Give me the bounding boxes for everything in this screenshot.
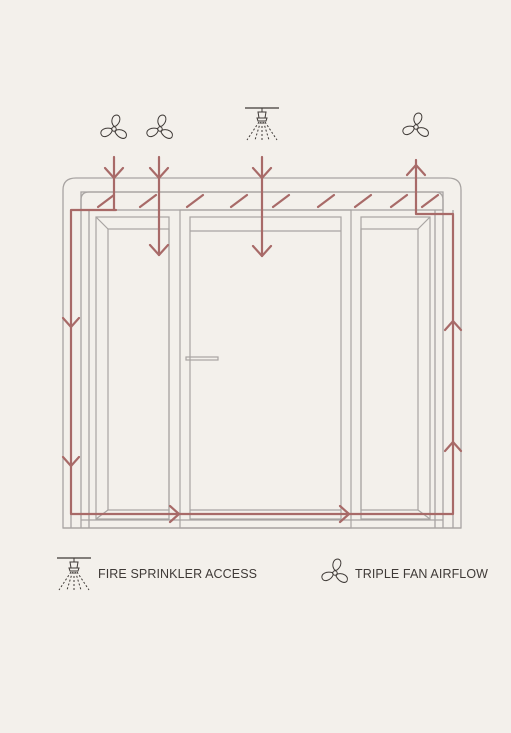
door-handle <box>185 356 219 361</box>
arrow-sprinkler-down-bottom <box>251 244 273 258</box>
arrow-right-up-upper <box>443 319 463 332</box>
arrow-fan-2-down-bottom <box>148 243 170 257</box>
arrow-right-up-lower <box>443 440 463 453</box>
fan-icon <box>146 114 173 139</box>
right-glass-panel <box>360 216 431 520</box>
legend-sprinkler-icon <box>56 557 92 591</box>
door <box>179 209 352 529</box>
fan-icon <box>402 112 429 137</box>
arrow-exhaust-up <box>405 163 427 177</box>
left-glass-panel <box>95 216 170 520</box>
ceiling-vent-slats <box>96 193 440 209</box>
arrow-fan-2-down-top <box>148 166 170 180</box>
arrow-bottom-right-2 <box>338 504 351 524</box>
fire-sprinkler-icon <box>244 107 280 141</box>
legend-fan-label: TRIPLE FAN AIRFLOW <box>355 567 489 581</box>
airflow-loop <box>69 158 455 516</box>
arrow-sprinkler-down-top <box>251 166 273 180</box>
arrow-left-down-lower <box>61 455 81 468</box>
fan-icon <box>100 114 127 139</box>
arrow-left-down-upper <box>61 316 81 329</box>
outer-shell <box>62 177 462 529</box>
arrow-fan-1-down <box>103 166 125 180</box>
arrow-bottom-right-1 <box>168 504 181 524</box>
legend-fan-icon <box>321 558 348 583</box>
airflow-arrows <box>61 163 463 524</box>
legend-sprinkler-label: FIRE SPRINKLER ACCESS <box>98 567 258 581</box>
airflow-path <box>69 155 455 516</box>
